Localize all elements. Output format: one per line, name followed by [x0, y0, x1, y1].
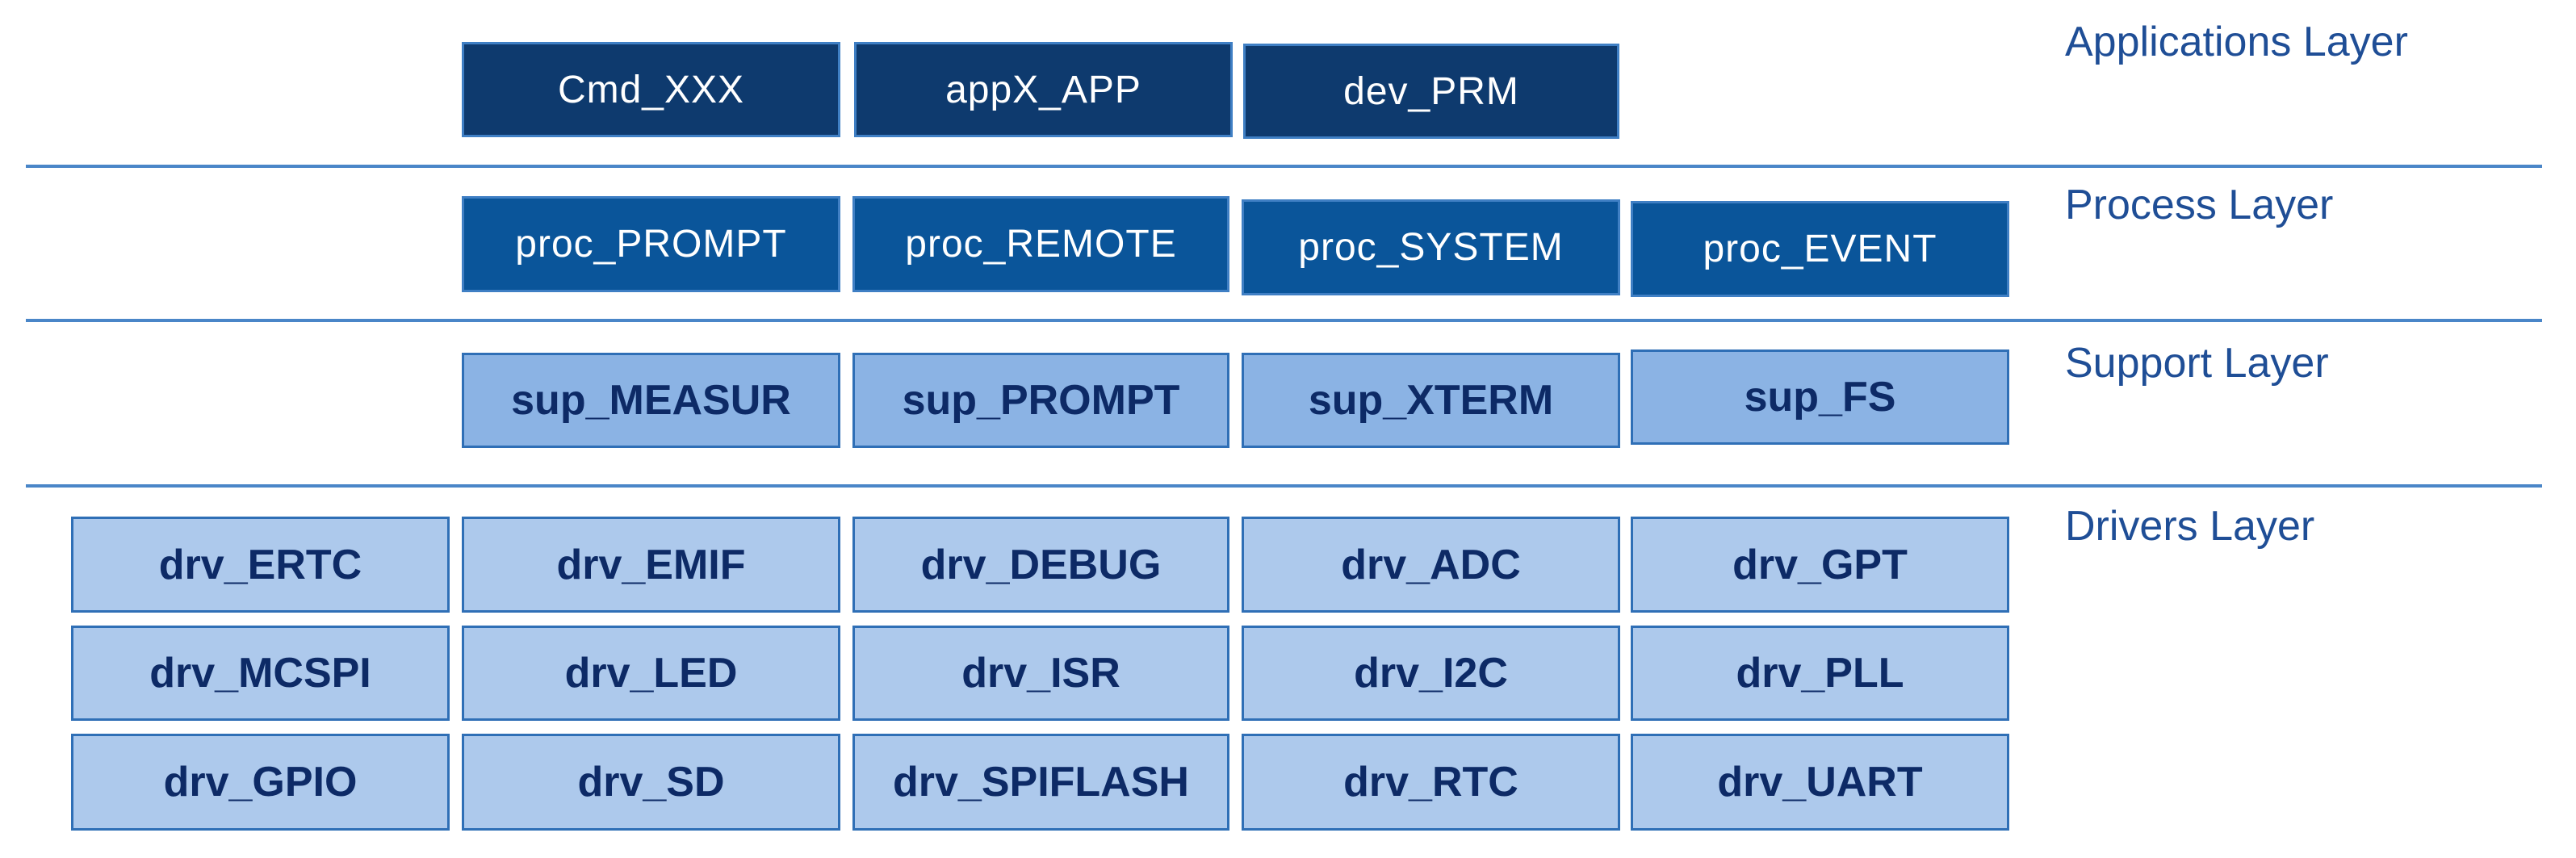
- drv-box-drv-led: drv_LED: [462, 626, 840, 721]
- drv-box-drv-sd: drv_SD: [462, 734, 840, 831]
- divider-support-drivers: [26, 484, 2542, 488]
- drivers-layer-label: Drivers Layer: [2065, 503, 2315, 550]
- divider-process-support: [26, 319, 2542, 322]
- drv-box-drv-i2c: drv_I2C: [1242, 626, 1620, 721]
- sup-box-sup-measur: sup_MEASUR: [462, 353, 840, 448]
- drv-box-drv-gpt: drv_GPT: [1631, 517, 2009, 613]
- app-box-cmd-xxx: Cmd_XXX: [462, 42, 840, 137]
- drv-box-drv-pll: drv_PLL: [1631, 626, 2009, 721]
- applications-layer-label: Applications Layer: [2065, 19, 2408, 65]
- drv-box-drv-isr: drv_ISR: [852, 626, 1229, 721]
- drv-box-drv-debug: drv_DEBUG: [852, 517, 1229, 613]
- proc-box-proc-event: proc_EVENT: [1631, 201, 2009, 297]
- app-box-appx-app: appX_APP: [854, 42, 1233, 137]
- support-layer-label: Support Layer: [2065, 340, 2329, 387]
- proc-box-proc-remote: proc_REMOTE: [852, 196, 1229, 292]
- sup-box-sup-xterm: sup_XTERM: [1242, 353, 1620, 448]
- drv-box-drv-adc: drv_ADC: [1242, 517, 1620, 613]
- drv-box-drv-emif: drv_EMIF: [462, 517, 840, 613]
- drv-box-drv-rtc: drv_RTC: [1242, 734, 1620, 831]
- drv-box-drv-spiflash: drv_SPIFLASH: [852, 734, 1229, 831]
- sup-box-sup-fs: sup_FS: [1631, 349, 2009, 445]
- drv-box-drv-ertc: drv_ERTC: [71, 517, 450, 613]
- drv-box-drv-gpio: drv_GPIO: [71, 734, 450, 831]
- sup-box-sup-prompt: sup_PROMPT: [852, 353, 1229, 448]
- proc-box-proc-system: proc_SYSTEM: [1242, 199, 1620, 295]
- app-box-dev-prm: dev_PRM: [1243, 44, 1619, 139]
- drv-box-drv-mcspi: drv_MCSPI: [71, 626, 450, 721]
- proc-box-proc-prompt: proc_PROMPT: [462, 196, 840, 292]
- process-layer-label: Process Layer: [2065, 182, 2334, 228]
- drv-box-drv-uart: drv_UART: [1631, 734, 2009, 831]
- divider-applications-process: [26, 165, 2542, 168]
